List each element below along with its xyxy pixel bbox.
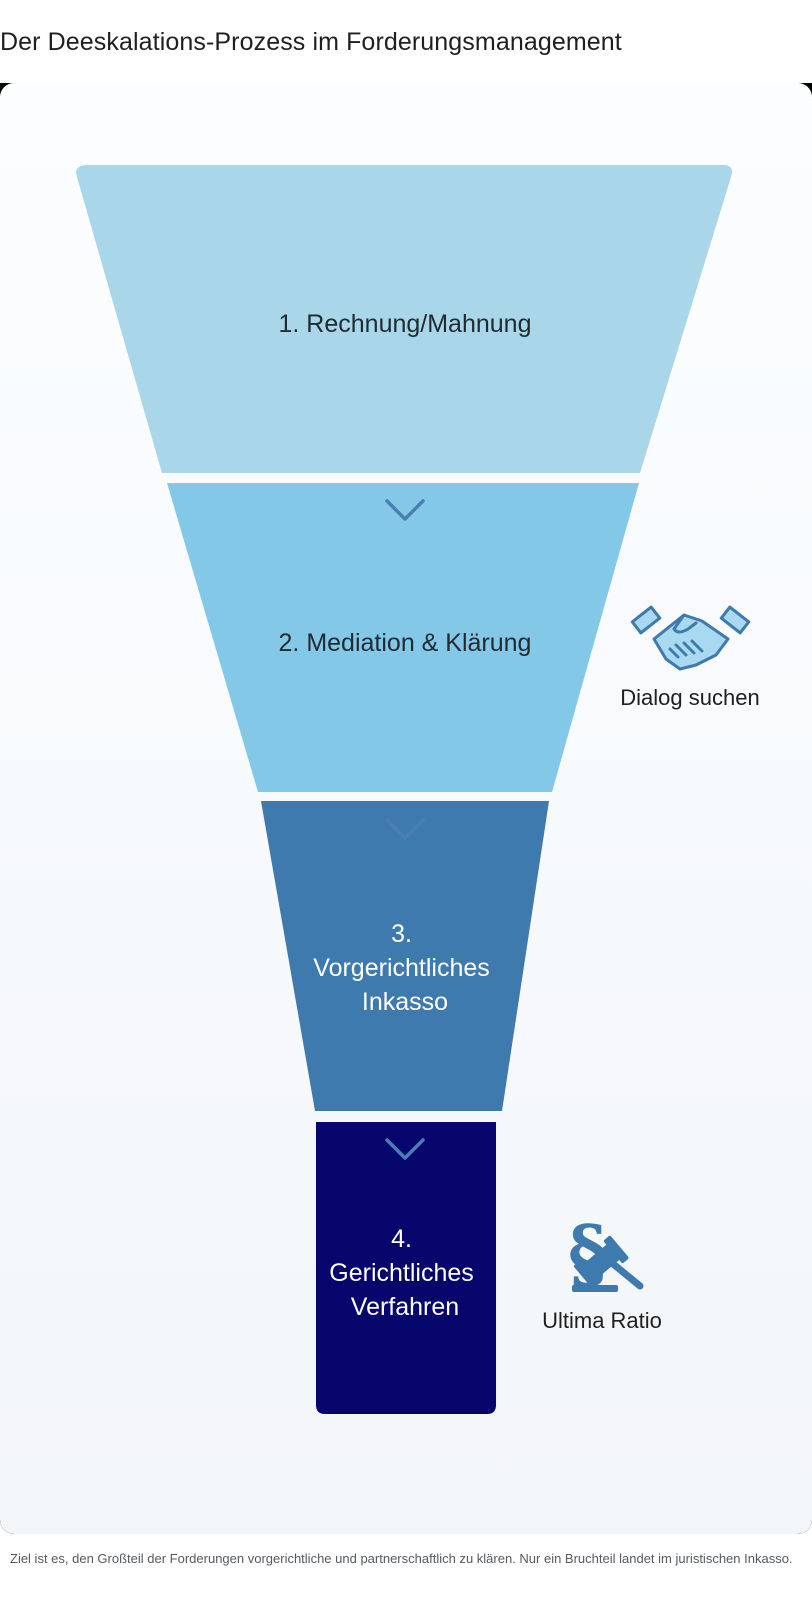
stage-4-label: 4. Gerichtliches Verfahren [329,1225,480,1321]
handshake-icon [630,605,751,671]
stage-1-line-1: 1. Rechnung/Mahnung [279,310,532,338]
flow-arrow-1-2 [385,428,425,521]
ultima-ratio-label: Ultima Ratio [542,1308,662,1333]
stage-4-line-3: Verfahren [351,1293,459,1321]
stage-3-line-1: 3. [391,920,412,948]
flow-arrow-3-4 [385,1068,425,1160]
diagram-image: 1. Rechnung/Mahnung 2. Mediation & Kläru… [0,83,812,1534]
dialog-suchen-label: Dialog suchen [620,685,759,710]
funnel-stage-4 [316,1122,496,1414]
stage-2-line-1: 2. Mediation & Klärung [279,629,532,657]
stage-4-line-1: 4. [391,1225,412,1253]
stage-3-line-2: Vorgerichtliches [313,954,489,982]
funnel-diagram: 1. Rechnung/Mahnung 2. Mediation & Kläru… [0,83,812,1534]
funnel-stage-2 [167,483,639,792]
stage-1-label: 1. Rechnung/Mahnung [279,310,532,338]
image-caption: Ziel ist es, den Großteil der Forderunge… [10,1551,793,1566]
page-title: Der Deeskalations-Prozess im Forderungsm… [0,28,622,56]
stage-2-label: 2. Mediation & Klärung [279,629,532,657]
funnel-stage-1 [76,165,732,473]
paragraph-gavel-icon: § [568,1209,644,1298]
stage-3-line-3: Inkasso [362,988,448,1016]
funnel-stage-3 [261,801,549,1111]
stage-4-line-2: Gerichtliches [329,1259,474,1287]
stage-3-label: 3. Vorgerichtliches Inkasso [313,920,496,1016]
flow-arrow-2-3 [385,748,425,840]
